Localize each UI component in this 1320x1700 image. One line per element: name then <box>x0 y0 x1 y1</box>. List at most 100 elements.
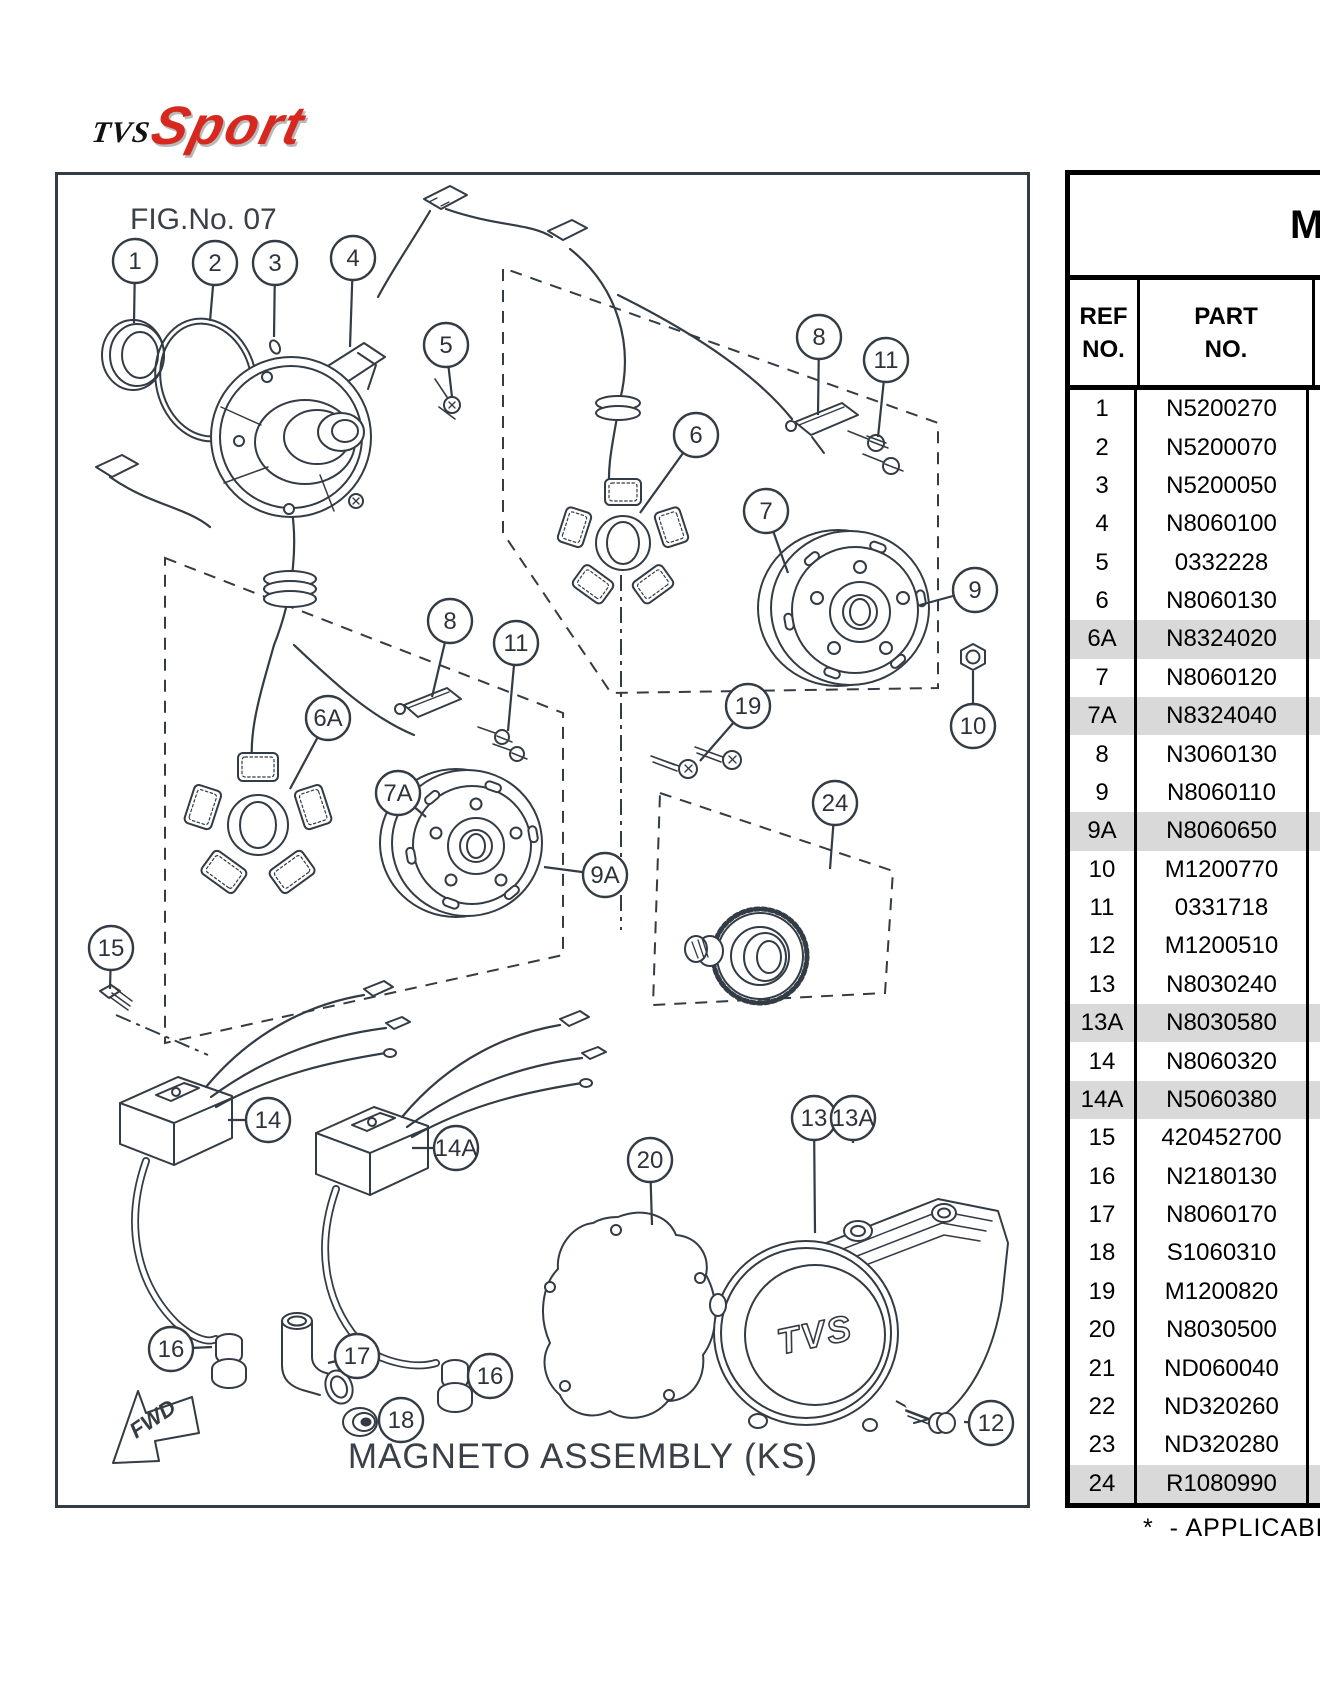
ignition-coil-14 <box>119 980 411 1166</box>
col-header-part: PART NO. <box>1140 280 1315 385</box>
cell-part-no: N2180130 <box>1137 1157 1309 1196</box>
callout-9A: 9A <box>543 851 629 899</box>
part-header-line1: PART <box>1194 302 1258 330</box>
cell-desc <box>1309 735 1320 773</box>
cell-part-no: R1080990 <box>1137 1464 1309 1503</box>
cell-part-no: N5200270 <box>1137 390 1309 429</box>
cell-ref-no: 6 <box>1070 581 1137 621</box>
svg-text:9: 9 <box>968 577 981 604</box>
cell-ref-no: 11 <box>1070 888 1137 928</box>
callout-5: 5 <box>422 321 470 398</box>
cell-part-no: M1200770 <box>1137 850 1309 889</box>
callout-15: 15 <box>87 924 135 990</box>
cell-ref-no: 6A <box>1070 620 1137 659</box>
cell-desc <box>1309 697 1320 735</box>
cell-part-no: 0332228 <box>1137 543 1309 582</box>
svg-text:14A: 14A <box>435 1135 478 1162</box>
svg-text:17: 17 <box>344 1343 371 1370</box>
stator-plate-4 <box>210 342 386 518</box>
cell-desc <box>1309 390 1320 428</box>
svg-text:12: 12 <box>978 1410 1005 1437</box>
callout-20: 20 <box>626 1136 674 1226</box>
table-header-row: REF NO. PART NO. <box>1070 280 1320 390</box>
svg-text:16: 16 <box>477 1363 504 1390</box>
callout-16: 16 <box>147 1325 213 1373</box>
table-title: MAGNETO ASSEMBLY (KS) <box>1290 203 1320 247</box>
callout-7A: 7A <box>374 769 427 818</box>
cell-part-no: S1060310 <box>1137 1234 1309 1273</box>
callout-12: 12 <box>963 1399 1015 1447</box>
svg-text:3: 3 <box>268 250 281 277</box>
cell-desc <box>1309 1273 1320 1311</box>
cell-ref-no: 10 <box>1070 850 1137 889</box>
svg-text:15: 15 <box>98 935 125 962</box>
callout-11: 11 <box>492 619 540 732</box>
cell-ref-no: 14A <box>1070 1080 1137 1120</box>
cell-desc <box>1309 620 1320 658</box>
svg-text:24: 24 <box>822 790 849 817</box>
cell-desc <box>1309 1119 1320 1157</box>
cell-ref-no: 1 <box>1070 390 1137 429</box>
brand-tvs-text: TVS <box>89 116 153 150</box>
col-header-rest <box>1315 280 1320 385</box>
cell-ref-no: 22 <box>1070 1387 1137 1427</box>
svg-text:18: 18 <box>388 1407 415 1434</box>
svg-text:7: 7 <box>759 498 772 525</box>
bolts-19 <box>650 746 742 779</box>
svg-text:14: 14 <box>255 1107 282 1134</box>
callout-8: 8 <box>426 597 474 698</box>
cell-ref-no: 21 <box>1070 1349 1137 1388</box>
cell-part-no: 420452700 <box>1137 1119 1309 1158</box>
cell-part-no: N5060380 <box>1137 1080 1309 1120</box>
cell-ref-no: 9 <box>1070 773 1137 813</box>
magneto-cover-13: TVS <box>709 1198 1009 1432</box>
cell-desc <box>1309 1042 1320 1080</box>
stator-assembly-6 <box>556 478 690 605</box>
grommet-18 <box>342 1407 378 1437</box>
figure-number: FIG.No. 07 <box>130 203 277 236</box>
cell-ref-no: 18 <box>1070 1234 1137 1273</box>
callout-7: 7 <box>742 487 790 574</box>
cell-ref-no: 17 <box>1070 1195 1137 1235</box>
cell-part-no: M1200820 <box>1137 1272 1309 1311</box>
svg-text:19: 19 <box>735 693 762 720</box>
callout-13A: 13A <box>829 1094 877 1143</box>
callout-3: 3 <box>251 239 299 338</box>
cell-desc <box>1309 544 1320 582</box>
cell-ref-no: 24 <box>1070 1464 1137 1503</box>
callout-8: 8 <box>795 313 843 416</box>
callout-18: 18 <box>377 1396 425 1444</box>
callout-13: 13 <box>790 1094 838 1234</box>
cell-part-no: N8324040 <box>1137 697 1309 736</box>
cell-part-no: N8060320 <box>1137 1042 1309 1081</box>
starter-gear-24 <box>684 906 810 1006</box>
cell-ref-no: 3 <box>1070 466 1137 506</box>
cell-part-no: N8060650 <box>1137 812 1309 851</box>
cell-desc <box>1309 966 1320 1004</box>
cell-part-no: N8060110 <box>1137 773 1309 813</box>
svg-text:9A: 9A <box>590 862 619 889</box>
cap-16-right <box>437 1359 473 1413</box>
ref-header-line1: REF <box>1079 302 1128 330</box>
cell-desc <box>1309 889 1320 927</box>
callout-11: 11 <box>862 336 910 438</box>
cell-ref-no: 9A <box>1070 812 1137 851</box>
callout-9: 9 <box>919 566 999 614</box>
cell-ref-no: 12 <box>1070 927 1137 966</box>
callout-24: 24 <box>811 779 859 870</box>
callout-1: 1 <box>111 237 159 324</box>
screw-15 <box>99 984 133 1011</box>
svg-text:20: 20 <box>637 1147 664 1174</box>
cell-desc <box>1309 1388 1320 1426</box>
